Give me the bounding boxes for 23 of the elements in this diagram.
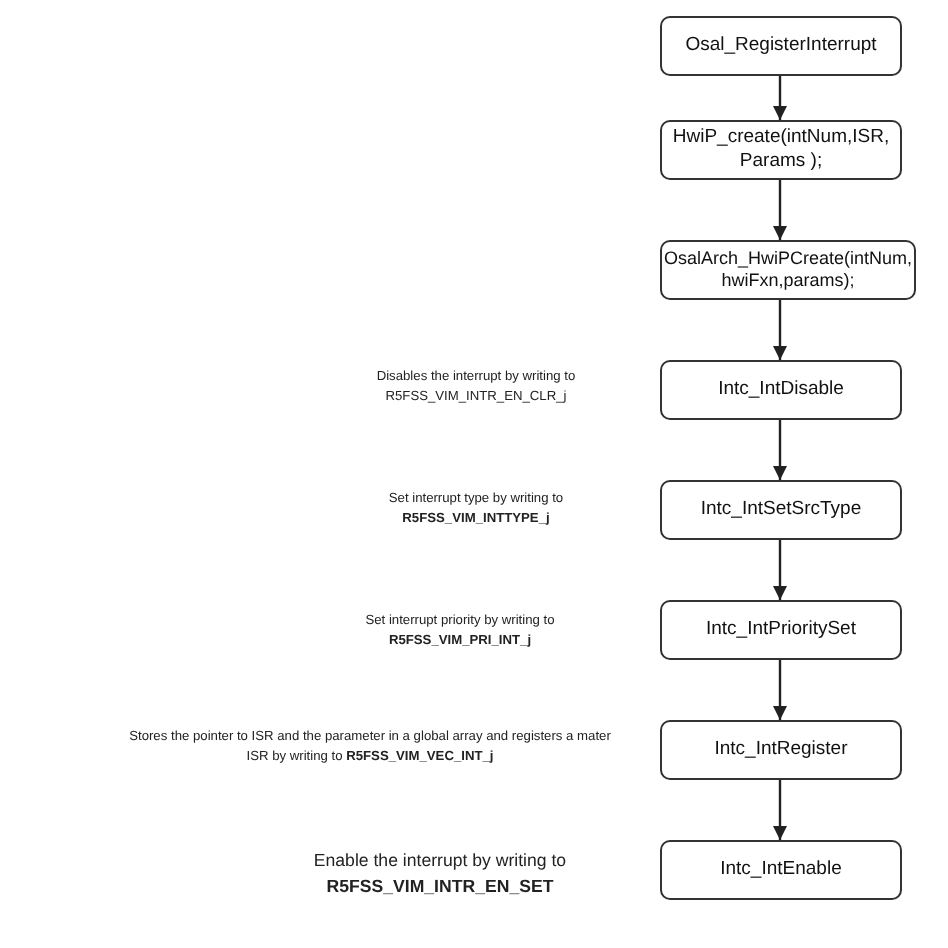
box-label: HwiP_create(intNum,ISR, Params ); <box>670 126 892 174</box>
arrow <box>773 76 787 120</box>
process-box <box>660 720 902 780</box>
process-box <box>660 480 902 540</box>
arrow <box>773 300 787 360</box>
arrow <box>773 540 787 600</box>
arrow <box>773 180 787 240</box>
arrow <box>773 660 787 720</box>
box-label: Intc_IntPrioritySet <box>706 618 856 642</box>
process-box <box>660 600 902 660</box>
box-label: Intc_IntSetSrcType <box>700 498 862 522</box>
box-label: Intc_IntDisable <box>718 378 844 402</box>
box-label: Intc_IntEnable <box>720 858 842 882</box>
arrow <box>773 420 787 480</box>
process-box <box>660 840 902 900</box>
description-text: Enable the interrupt by writing to R5FSS_VIM_INTR_EN_SET <box>311 848 569 899</box>
process-box <box>660 120 902 180</box>
process-box <box>660 360 902 420</box>
box-label: Intc_IntRegister <box>714 738 848 762</box>
process-box <box>660 16 902 76</box>
arrow <box>773 780 787 840</box>
box-label: Osal_RegisterInterrupt <box>685 34 877 58</box>
box-label: OsalArch_HwiPCreate(intNum, hwiFxn,params); <box>663 247 913 293</box>
